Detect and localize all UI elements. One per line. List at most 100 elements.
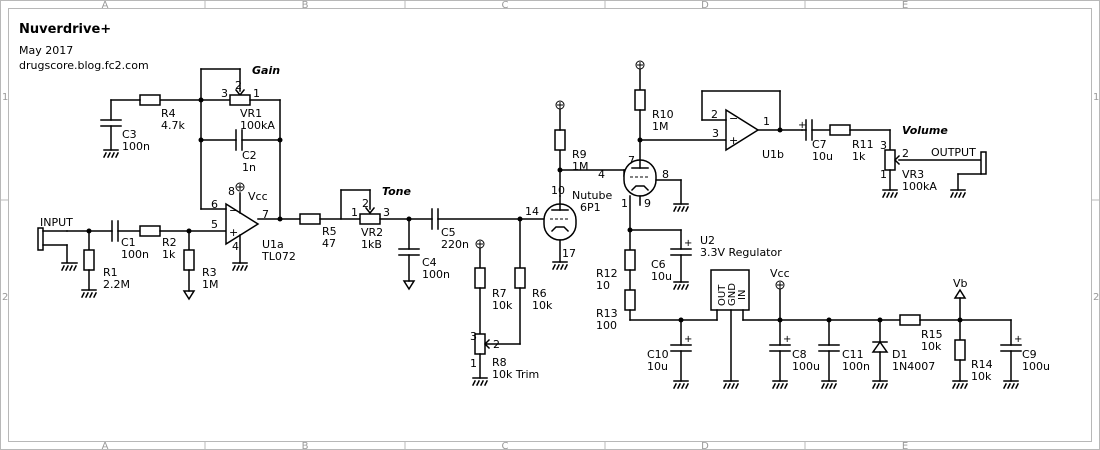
c5-ref: C5 — [441, 226, 456, 239]
nutube-filament — [630, 185, 650, 192]
r13-value: 100 — [596, 319, 617, 332]
schematic-site: drugscore.blog.fc2.com — [19, 59, 149, 72]
col-label-c-bottom: C — [502, 441, 509, 450]
c10-ref: C10 — [647, 348, 669, 361]
vb-supply-symbol — [953, 288, 967, 299]
tone-label: Tone — [382, 185, 411, 198]
r3-resistor — [183, 249, 195, 271]
c10-plus: + — [684, 334, 692, 345]
tube-pin-10: 10 — [551, 184, 565, 197]
u1a-value: TL072 — [261, 250, 296, 263]
r4-value: 4.7k — [161, 119, 185, 132]
r14-value: 10k — [971, 370, 992, 383]
vr3-pin-3: 3 — [880, 139, 887, 152]
c11-capacitor — [818, 344, 840, 352]
u1a-pin-8: 8 — [228, 185, 235, 198]
r5-ref: R5 — [322, 225, 337, 238]
u2-pin-out: OUT — [717, 284, 728, 306]
r12-resistor — [624, 249, 636, 271]
row-label-1-left: 1 — [2, 92, 8, 103]
r10-value: 1M — [652, 120, 669, 133]
bias-ref-symbol — [182, 290, 196, 301]
nutube-filament — [550, 226, 570, 233]
u1b-pin-2: 2 — [711, 108, 718, 121]
vr2-ref: VR2 — [361, 226, 383, 239]
c8-plus: + — [783, 334, 791, 345]
r14-ref: R14 — [971, 358, 993, 371]
row-label-1-right: 1 — [1093, 92, 1099, 103]
c6-plus: + — [684, 238, 692, 249]
u1a-opamp — [225, 202, 260, 246]
r8-pin-3: 3 — [470, 330, 477, 343]
c7-value: 10u — [812, 150, 833, 163]
r4-ref: R4 — [161, 107, 176, 120]
r7-value: 10k — [492, 299, 513, 312]
c7-capacitor — [805, 119, 813, 141]
u1a-minus-sign: − — [229, 204, 238, 217]
u1a-plus-sign: + — [229, 226, 238, 239]
r12-value: 10 — [596, 279, 610, 292]
u1b-minus-sign: − — [729, 112, 738, 125]
col-label-d-bottom: D — [701, 441, 709, 450]
row-label-2-right: 2 — [1093, 292, 1099, 303]
gain-label: Gain — [252, 64, 280, 77]
c9-capacitor — [1000, 344, 1022, 352]
r9-value: 1M — [572, 160, 589, 173]
vr1-value: 100kA — [240, 119, 275, 132]
vr1-pin-3: 3 — [221, 87, 228, 100]
vr1-ref: VR1 — [240, 107, 262, 120]
r7-resistor — [474, 267, 486, 289]
tube-pin-9: 9 — [644, 197, 651, 210]
r9-ref: R9 — [572, 148, 587, 161]
c4-ref: C4 — [422, 256, 437, 269]
c3-value: 100n — [122, 140, 150, 153]
u2-value: 3.3V Regulator — [700, 246, 782, 259]
r2-resistor — [139, 225, 161, 237]
r10-resistor — [634, 89, 646, 111]
tube-pin-14: 14 — [525, 205, 539, 218]
r8-wiper — [483, 338, 491, 350]
c11-value: 100n — [842, 360, 870, 373]
tube-pin-1: 1 — [621, 197, 628, 210]
r10-ref: R10 — [652, 108, 674, 121]
r1-resistor — [83, 249, 95, 271]
c5-value: 220n — [441, 238, 469, 251]
r8-value: 10k Trim — [492, 368, 539, 381]
input-jack — [37, 227, 68, 263]
r15-ref: R15 — [921, 328, 943, 341]
r5-resistor — [299, 213, 321, 225]
u1b-ref: U1b — [762, 148, 784, 161]
r3-ref: R3 — [202, 266, 217, 279]
col-label-e-bottom: E — [902, 441, 908, 450]
c11-ref: C11 — [842, 348, 864, 361]
c3-ref: C3 — [122, 128, 137, 141]
c2-ref: C2 — [242, 149, 257, 162]
ground-symbol — [881, 189, 899, 199]
vr3-pin-2: 2 — [902, 147, 909, 160]
r11-value: 1k — [852, 150, 866, 163]
ground-symbol — [722, 380, 740, 390]
c7-plus: + — [798, 120, 806, 131]
col-label-c-top: C — [502, 0, 509, 11]
vcc-terminal-symbol — [235, 182, 245, 192]
c2-value: 1n — [242, 161, 256, 174]
r15-value: 10k — [921, 340, 942, 353]
ground-symbol — [80, 289, 98, 299]
vr1-pin-1: 1 — [253, 87, 260, 100]
schematic-title: Nuverdrive+ — [19, 22, 111, 37]
c10-value: 10u — [647, 360, 668, 373]
c4-capacitor — [398, 248, 420, 256]
ground-symbol — [949, 189, 967, 199]
r8-pin-1: 1 — [470, 357, 477, 370]
r5-value: 47 — [322, 237, 336, 250]
r12-ref: R12 — [596, 267, 618, 280]
schematic-date: May 2017 — [19, 44, 73, 57]
r11-ref: R11 — [852, 138, 874, 151]
ground-symbol — [951, 380, 969, 390]
r2-value: 1k — [162, 248, 176, 261]
c5-capacitor — [431, 208, 439, 230]
vr3-value: 100kA — [902, 180, 937, 193]
d1-diode — [871, 340, 889, 353]
u1b-plus-sign: + — [729, 134, 738, 147]
